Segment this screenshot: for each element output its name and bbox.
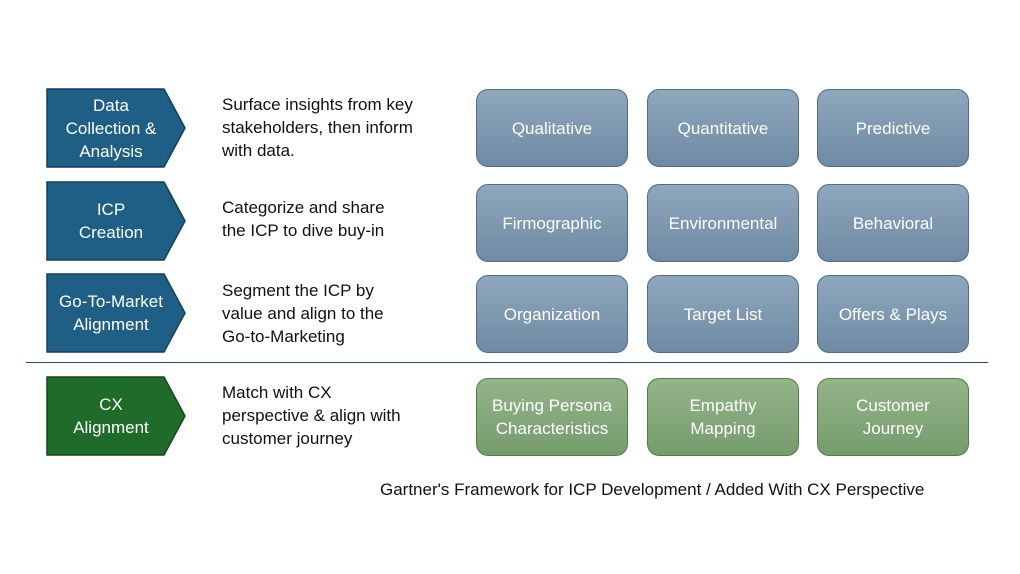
stage-description: Surface insights from key stakeholders, …	[222, 95, 413, 160]
box-target-list: Target List	[647, 275, 799, 353]
figure-caption: Gartner's Framework for ICP Development …	[380, 480, 925, 499]
chevron-shape	[46, 376, 186, 456]
box-buying-persona: Buying Persona Characteristics	[476, 378, 628, 456]
chevron-shape	[46, 88, 186, 168]
stage-label: Data Collection & Analysis	[65, 95, 157, 161]
box-qualitative: Qualitative	[476, 89, 628, 167]
box-empathy-mapping: Empathy Mapping	[647, 378, 799, 456]
stage-description: Match with CX perspective & align with c…	[222, 383, 401, 448]
box-customer-journey: Customer Journey	[817, 378, 969, 456]
box-quantitative: Quantitative	[647, 89, 799, 167]
box-offers-plays: Offers & Plays	[817, 275, 969, 353]
box-environmental: Environmental	[647, 184, 799, 262]
box-behavioral: Behavioral	[817, 184, 969, 262]
stage-description: Segment the ICP by value and align to th…	[222, 281, 384, 346]
stage-chevron-data-collection: Data Collection & Analysis	[46, 88, 186, 168]
stage-chevron-icp-creation: ICP Creation	[46, 181, 186, 261]
box-firmographic: Firmographic	[476, 184, 628, 262]
stage-label: ICP Creation	[78, 200, 144, 242]
stage-label: CX Alignment	[73, 395, 149, 437]
chevron-shape	[46, 273, 186, 353]
chevron-shape	[46, 181, 186, 261]
stage-description: Categorize and share the ICP to dive buy…	[222, 198, 385, 240]
stage-label: Go-To-Market Alignment	[59, 292, 163, 334]
box-predictive: Predictive	[817, 89, 969, 167]
section-divider	[26, 362, 988, 363]
stage-chevron-cx-alignment: CX Alignment	[46, 376, 186, 456]
stage-chevron-go-to-market: Go-To-Market Alignment	[46, 273, 186, 353]
box-organization: Organization	[476, 275, 628, 353]
